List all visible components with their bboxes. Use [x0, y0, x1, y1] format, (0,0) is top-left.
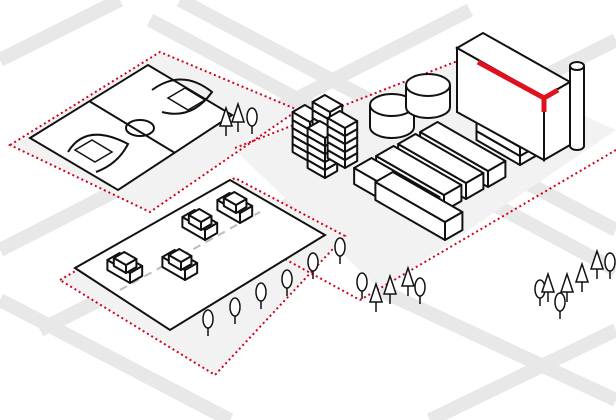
parking-lot [73, 178, 327, 332]
tree [356, 272, 368, 299]
tree [202, 309, 214, 336]
car-cabin [222, 191, 248, 214]
tree [589, 248, 605, 279]
tree [368, 281, 384, 312]
cars [106, 191, 254, 284]
tree [559, 271, 575, 302]
tree [534, 279, 546, 306]
tree [230, 101, 246, 132]
tree [307, 252, 319, 279]
storage-tanks [369, 73, 451, 139]
basketball-court [28, 63, 234, 192]
car-cabin [112, 251, 138, 274]
pallet-stack [326, 110, 359, 137]
tree [334, 237, 346, 264]
chimney [569, 66, 585, 151]
tree [229, 297, 241, 324]
car-cabin [167, 248, 193, 271]
tree [382, 273, 398, 304]
container [374, 171, 464, 241]
tree [218, 105, 234, 136]
trees [202, 101, 616, 336]
red-pipe [476, 59, 560, 112]
tree [540, 271, 556, 302]
tree [255, 282, 267, 309]
tree [574, 261, 590, 292]
factory-hall [454, 31, 585, 162]
car-cabin [187, 208, 213, 231]
tree [554, 292, 566, 319]
tree [604, 252, 616, 279]
tree [400, 265, 416, 296]
tree [414, 277, 426, 304]
tree [281, 269, 293, 296]
tree [246, 107, 258, 134]
